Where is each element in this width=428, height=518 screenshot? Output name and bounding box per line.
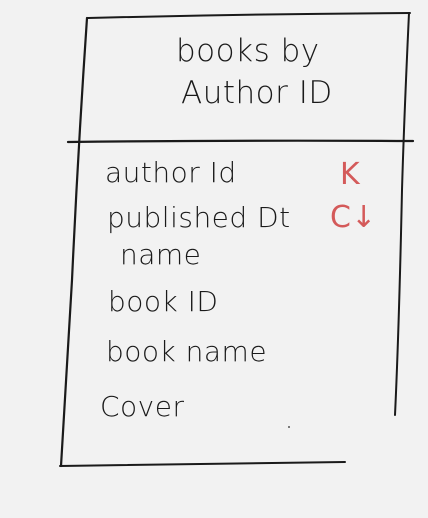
column-published-date: published Dt bbox=[107, 201, 291, 234]
table-title-line-2: Author ID bbox=[181, 75, 333, 111]
column-author-id: author Id bbox=[105, 156, 237, 189]
column-cover: Cover bbox=[100, 390, 185, 423]
clustering-key-desc-marker: C↓ bbox=[330, 200, 377, 235]
column-published-date-line-2: name bbox=[120, 238, 202, 271]
column-book-name: book name bbox=[106, 335, 268, 368]
partition-key-marker: K bbox=[340, 157, 360, 192]
table-title-line-1: books by bbox=[176, 33, 320, 69]
column-book-id: book ID bbox=[108, 285, 219, 318]
